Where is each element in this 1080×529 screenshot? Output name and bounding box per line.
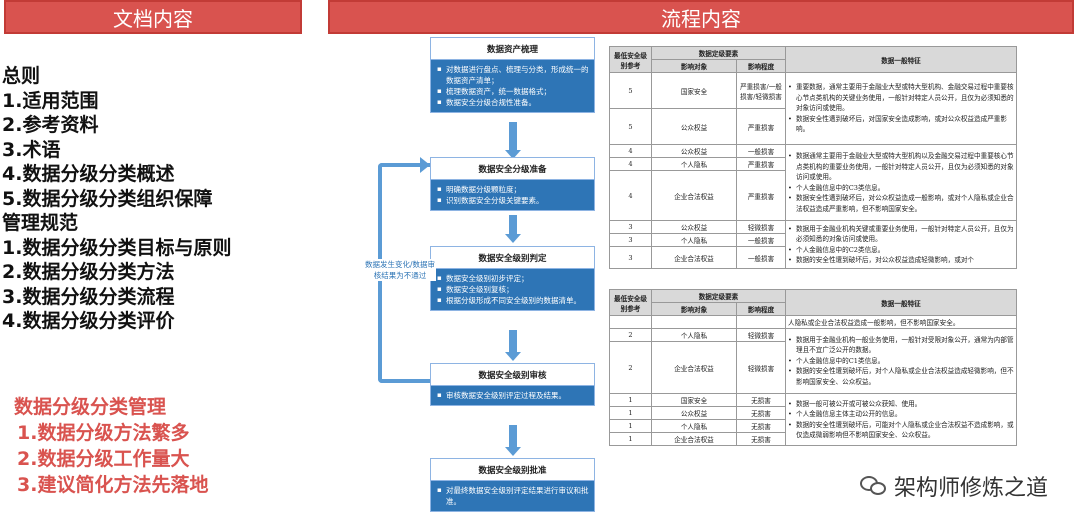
col-factor: 数据定级要素 [651,46,786,60]
outline-item: 总则 [2,65,41,87]
flow-step-item: 数据安全分级合规性准备。 [437,97,590,108]
outline-item: 管理规范 [2,212,79,234]
header-process-content: 流程内容 [328,0,1074,34]
table-row: 1 企业合法权益 无损害 [609,432,1017,446]
feature-cell: 数据通常主要用于金融业大型或特大型机构以及金融交易过程中重要核心节点类机构的重要… [785,144,1017,221]
flow-step-preparation: 数据安全分级准备 明确数据分级颗粒度； 识别数据安全分级关键要素。 [430,157,595,211]
table-row: 4 公众权益 一般损害 数据通常主要用于金融业大型或特大型机构以及金融交易过程中… [609,144,1017,221]
document-outline: 总则 1.适用范围 2.参考资料 3.术语 4.数据分级分类概述 5.数据分级分… [2,64,302,334]
flow-arrow [505,425,521,456]
header-document-content: 文档内容 [4,0,302,34]
flow-step-item: 明确数据分级颗粒度； [437,184,590,195]
wechat-icon [860,474,888,498]
flow-step-title: 数据安全分级准备 [431,158,594,180]
flow-step-title: 数据安全级别批准 [431,459,594,481]
feature-cell: 人隐私或企业合法权益造成一般影响，但不影响国家安全。 [785,315,1017,329]
flow-step-item: 根据分级形成不同安全级别的数据清单。 [437,295,590,306]
table-row: 4 个人隐私 严重损害 [609,157,1017,171]
flow-step-review: 数据安全级别审核 审核数据安全级别评定过程及结果。 [430,363,595,406]
outline-item: 3.数据分级分类流程 [2,285,175,308]
table-row: 5 国家安全 严重损害/一般损害/轻微损害 重要数据，通常主要用于金融业大型或特… [609,72,1017,145]
outline-item: 5.数据分级分类组织保障 [2,187,213,210]
flow-step-item: 对最终数据安全级别评定结果进行审议和批准。 [437,485,590,507]
brand-watermark: 架构师修炼之道 [860,470,1048,502]
highlight-item: 2.数据分级工作量大 [17,448,190,470]
feature-cell: 数据用于金融业机构一般业务使用，一般针对受限对象公开，通常为内部管理且不宜广泛公… [785,328,1017,394]
outline-item: 2.数据分级分类方法 [2,261,175,283]
flow-arrow [505,215,521,243]
table-row: 人隐私或企业合法权益造成一般影响，但不影响国家安全。 [609,315,1017,329]
feedback-loop-arrowhead [420,157,430,173]
flow-step-item: 梳理数据资产，统一数据格式； [437,86,590,97]
flow-step-approval: 数据安全级别批准 对最终数据安全级别评定结果进行审议和批准。 [430,458,595,512]
table-row: 2 个人隐私 轻微损害 数据用于金融业机构一般业务使用，一般针对受限对象公开，通… [609,328,1017,394]
col-degree: 影响程度 [736,59,786,73]
outline-item: 3.术语 [2,138,61,161]
flow-step-item: 识别数据安全分级关键要素。 [437,195,590,206]
header-left-label: 文档内容 [113,6,193,31]
feedback-loop-label: 数据发生变化/数据审核结果为不通过 [364,259,436,281]
highlight-item: 1.数据分级方法繁多 [17,422,190,444]
feature-cell: 重要数据，通常主要用于金融业大型或特大型机构、金融交易过程中重要核心节点类机构的… [785,72,1017,145]
col-object: 影响对象 [651,59,737,73]
flow-step-item: 审核数据安全级别评定过程及结果。 [437,390,590,401]
header-right-label: 流程内容 [661,6,741,31]
table-row: 3 企业合法权益 一般损害 [609,246,1017,269]
feature-cell: 数据一般可被公开或可被公众获知、使用。 个人金融信息主体主动公开的信息。 数据的… [785,393,1017,446]
feature-cell: 数据用于金融业机构关键或重要业务使用，一般针对特定人员公开，且仅为必须知悉的对象… [785,220,1017,269]
flow-arrow [505,330,521,361]
outline-item: 1.数据分级分类目标与原则 [2,236,232,259]
outline-item: 1.适用范围 [2,89,99,112]
classification-table-top: 最低安全级别参考 数据定级要素 数据一般特征 影响对象 影响程度 5 国家安全 … [609,46,1017,269]
brand-name: 架构师修炼之道 [894,476,1049,501]
outline-item: 2.参考资料 [2,114,99,136]
table-row: 3 公众权益 轻微损害 数据用于金融业机构关键或重要业务使用，一般针对特定人员公… [609,220,1017,269]
flow-step-item: 数据安全级别复核； [437,284,590,295]
flow-step-asset-inventory: 数据资产梳理 对数据进行盘点、梳理与分类，形成统一的数据资产清单； 梳理数据资产… [430,37,595,113]
flow-arrow [505,122,521,159]
highlight-title: 数据分级分类管理 [14,396,167,418]
flow-step-title: 数据安全级别审核 [431,364,594,386]
table-row: 3 个人隐私 一般损害 [609,233,1017,247]
table-row: 1 个人隐私 无损害 [609,419,1017,433]
flow-step-title: 数据安全级别判定 [431,247,594,269]
highlight-item: 3.建议简化方法先落地 [17,474,209,496]
col-level: 最低安全级别参考 [609,46,652,73]
flow-step-item: 对数据进行盘点、梳理与分类，形成统一的数据资产清单； [437,64,590,86]
flow-step-determination: 数据安全级别判定 数据安全级别初步评定； 数据安全级别复核； 根据分级形成不同安… [430,246,595,311]
classification-table-bottom: 最低安全级别参考 数据定级要素 数据一般特征 影响对象 影响程度 人隐私或企业合… [609,289,1017,446]
highlight-notes: 数据分级分类管理 1.数据分级方法繁多 2.数据分级工作量大 3.建议简化方法先… [14,394,304,498]
flow-step-title: 数据资产梳理 [431,38,594,60]
flow-step-item: 数据安全级别初步评定； [437,273,590,284]
table-row: 1 国家安全 无损害 数据一般可被公开或可被公众获知、使用。 个人金融信息主体主… [609,393,1017,446]
outline-item: 4.数据分级分类概述 [2,163,175,185]
col-feature: 数据一般特征 [785,46,1017,73]
table-row: 2 企业合法权益 轻微损害 [609,341,1017,394]
outline-item: 4.数据分级分类评价 [2,310,175,332]
